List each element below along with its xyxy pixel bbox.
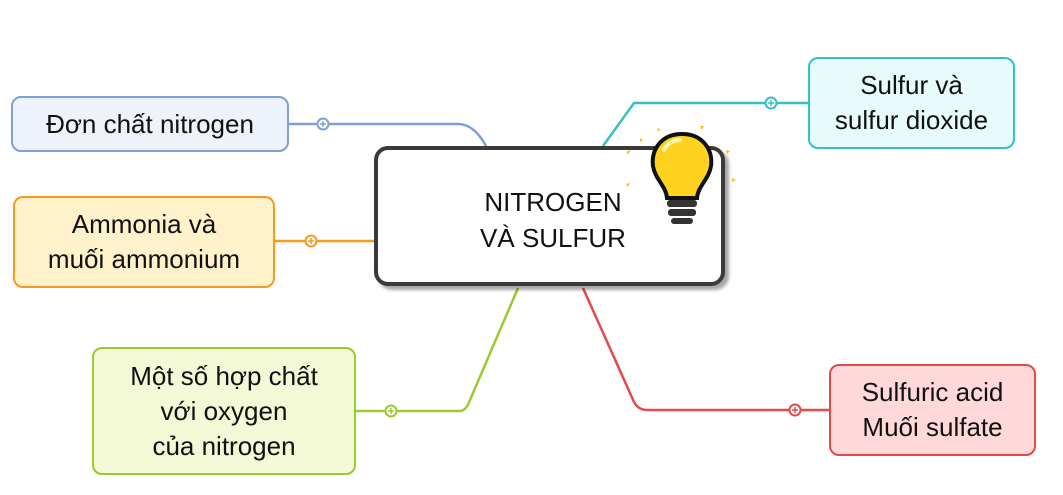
topic-ammonia[interactable]: Ammonia và muối ammonium	[13, 196, 275, 288]
central-title: NITROGEN VÀ SULFUR	[448, 184, 658, 256]
topic-label: với oxygen	[160, 395, 288, 426]
topic-label: của nitrogen	[152, 430, 296, 461]
link-sulfur	[601, 101, 808, 147]
topic-label: muối ammonium	[47, 244, 241, 274]
expander-ammonia[interactable]	[304, 234, 318, 248]
topic-don-chat-nitrogen[interactable]: Đơn chất nitrogen	[11, 96, 289, 152]
topic-label: Ammonia và	[71, 209, 217, 239]
expander-acid[interactable]	[788, 403, 802, 417]
link-nitrogen	[289, 122, 488, 147]
topic-label: Muối sulfate	[862, 412, 1003, 442]
expander-sulfur[interactable]	[764, 96, 778, 110]
topic-label: Một số hợp chất	[130, 360, 318, 391]
topic-label: sulfur dioxide	[834, 105, 989, 135]
link-oxygen	[356, 287, 520, 413]
expander-nitrogen[interactable]	[316, 117, 330, 131]
topic-sulfuric-acid[interactable]: Sulfuric acid Muối sulfate	[829, 364, 1036, 456]
topic-sulfur-dioxide[interactable]: Sulfur và sulfur dioxide	[808, 57, 1015, 149]
central-title-line: VÀ SULFUR	[480, 223, 626, 253]
central-title-line: NITROGEN	[484, 187, 622, 217]
lightbulb-icon	[626, 126, 736, 224]
topic-hop-chat-oxygen[interactable]: Một số hợp chất với oxygen của nitrogen	[92, 347, 356, 475]
topic-label: Sulfuric acid	[861, 377, 1004, 407]
link-acid	[581, 287, 829, 412]
topic-label: Sulfur và	[860, 70, 963, 100]
expander-oxygen[interactable]	[384, 404, 398, 418]
central-topic[interactable]: NITROGEN VÀ SULFUR	[374, 126, 736, 286]
topic-label: Đơn chất nitrogen	[46, 108, 254, 139]
